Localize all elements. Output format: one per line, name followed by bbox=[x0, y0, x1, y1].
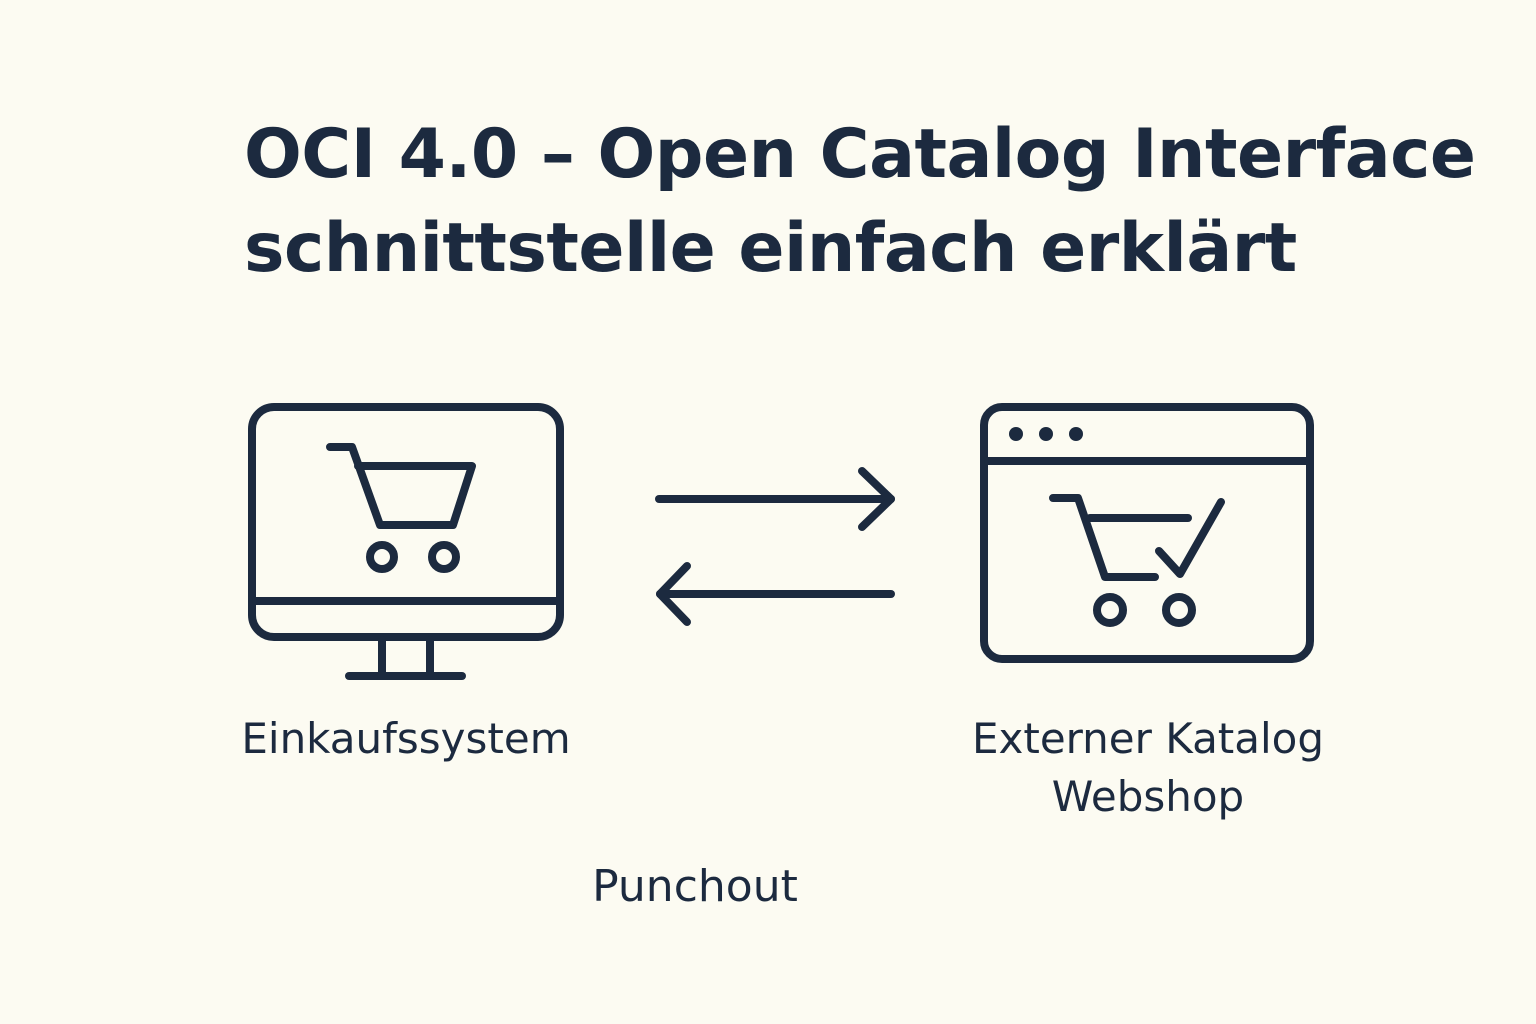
monitor-frame bbox=[248, 403, 564, 641]
window-dot bbox=[1069, 427, 1083, 441]
window-dot bbox=[1039, 427, 1053, 441]
label-externer-katalog-line-2: Webshop bbox=[1051, 772, 1245, 821]
label-punchout: Punchout bbox=[592, 861, 798, 912]
monitor-cart-icon bbox=[248, 403, 564, 680]
arrow-left-icon bbox=[656, 562, 895, 626]
page-title: OCI 4.0 – Open Catalog Interface schnitt… bbox=[244, 108, 1504, 296]
cart-icon bbox=[326, 443, 476, 573]
browser-window-dots bbox=[1009, 427, 1083, 441]
arrow-right-icon bbox=[655, 467, 895, 531]
label-einkaufssystem: Einkaufssystem bbox=[241, 714, 571, 763]
browser-frame bbox=[980, 403, 1314, 663]
title-line-2: schnittstelle einfach erklärt bbox=[244, 209, 1297, 288]
browser-cart-check-icon bbox=[980, 403, 1314, 663]
label-externer-katalog: Externer Katalog Webshop bbox=[948, 710, 1348, 826]
check-icon bbox=[1155, 498, 1225, 578]
label-externer-katalog-line-1: Externer Katalog bbox=[971, 714, 1325, 763]
cart-icon bbox=[1049, 494, 1196, 627]
title-line-1: OCI 4.0 – Open Catalog Interface bbox=[244, 115, 1476, 194]
window-dot bbox=[1009, 427, 1023, 441]
